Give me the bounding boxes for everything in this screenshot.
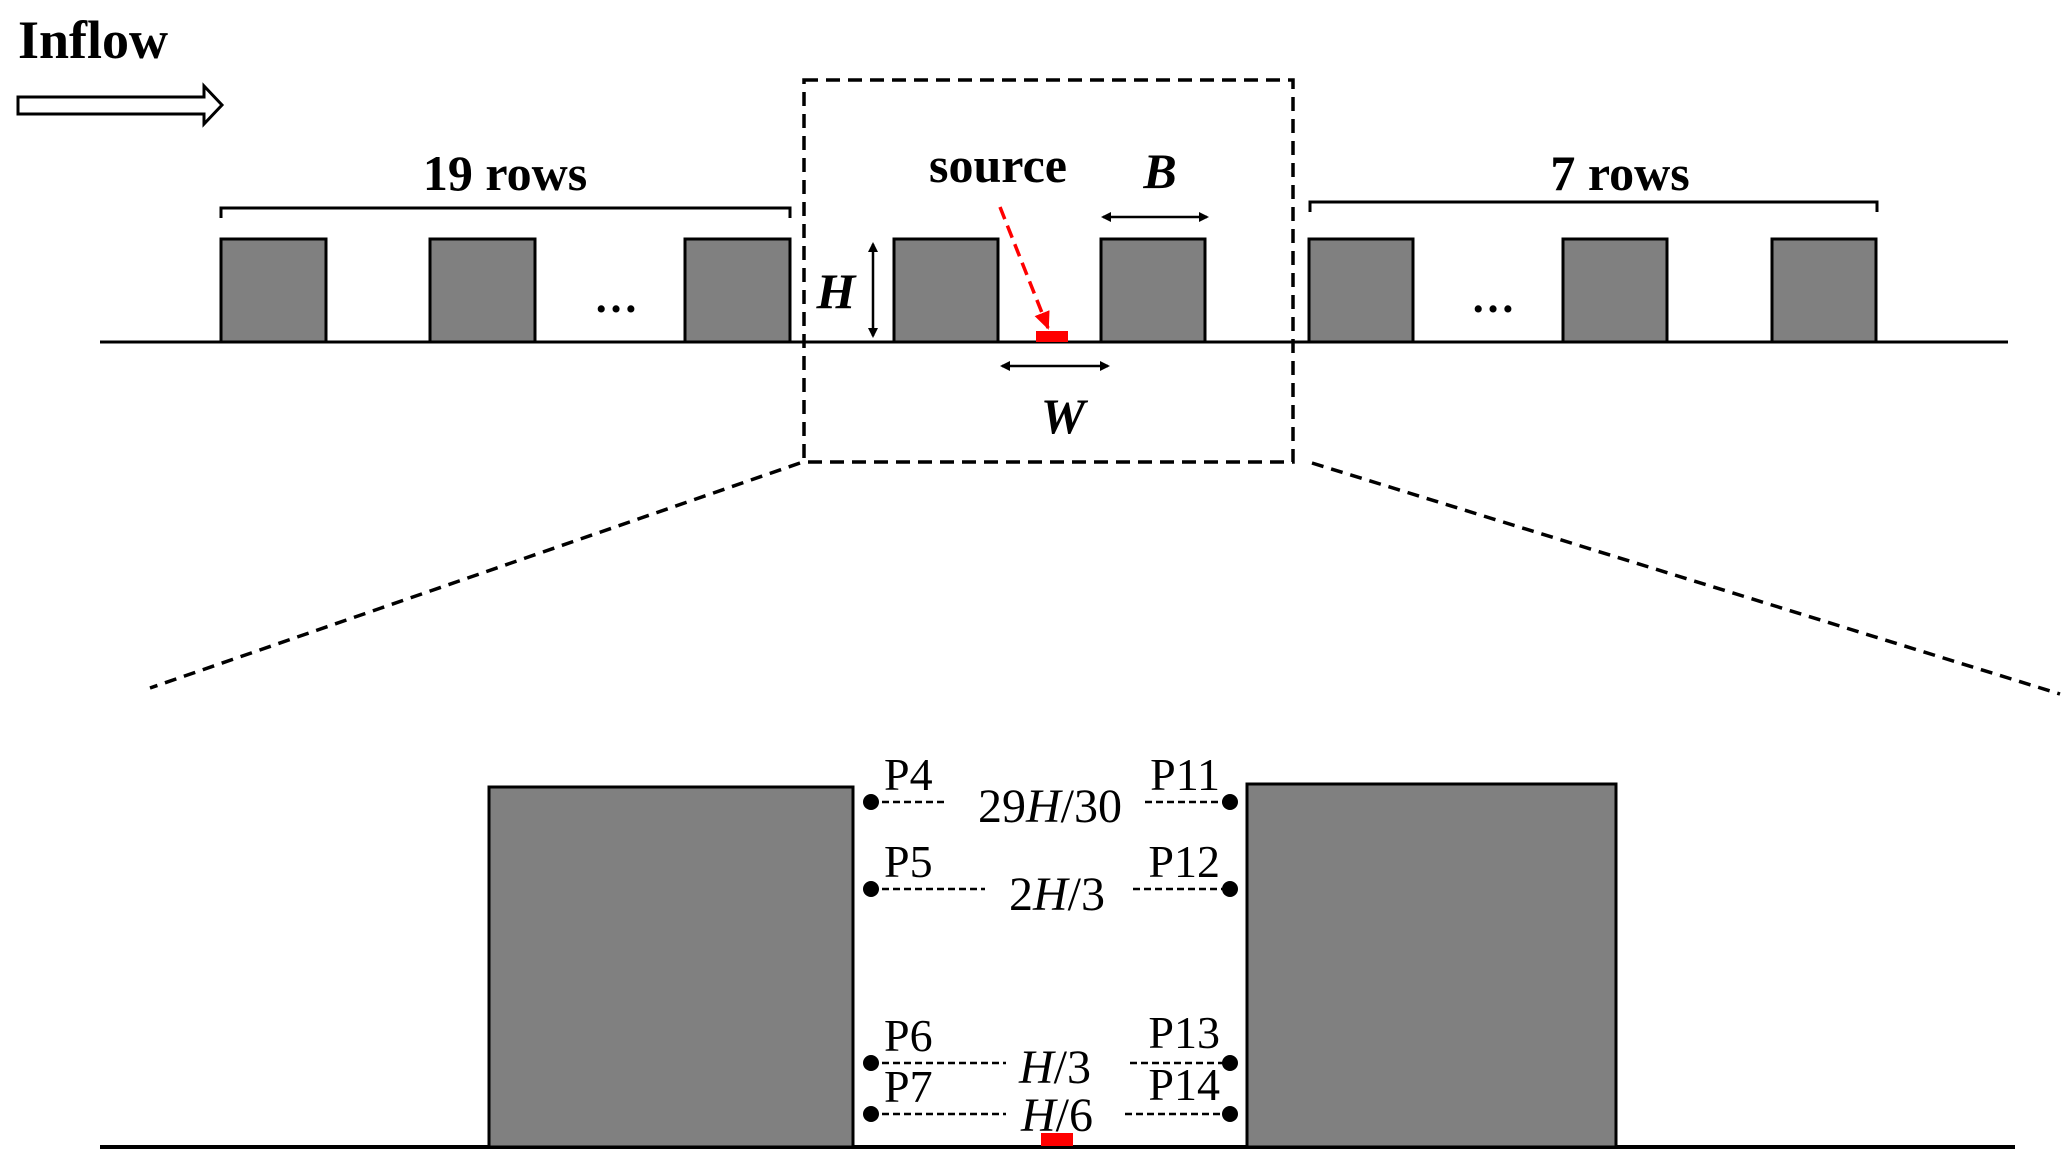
downstream-ellipsis: …	[1471, 273, 1515, 322]
building-width-label: B	[1142, 143, 1176, 199]
probe-point-p4	[863, 794, 879, 810]
upstream-ellipsis: …	[594, 273, 638, 322]
building-block-focus-right	[1099, 237, 1207, 344]
probe-label-p12: P12	[1148, 836, 1220, 887]
height-label: H	[816, 263, 858, 319]
probe-point-p11	[1222, 794, 1238, 810]
probe-label-p14: P14	[1148, 1059, 1220, 1110]
probe-point-p5	[863, 881, 879, 897]
height-fraction-label: 29H/30	[978, 780, 1122, 833]
probe-point-p12	[1222, 881, 1238, 897]
building-block	[428, 237, 537, 344]
detail-building-left	[487, 785, 855, 1149]
inflow-label: Inflow	[18, 10, 168, 70]
building-block	[1770, 237, 1878, 344]
zoom-connector-left	[149, 461, 801, 690]
inflow-arrow-icon	[16, 82, 225, 128]
building-block	[1561, 237, 1669, 344]
building-block	[1307, 237, 1415, 344]
probe-label-p13: P13	[1148, 1007, 1220, 1058]
height-fraction-label: H/6	[1020, 1089, 1093, 1142]
source-marker	[1036, 331, 1068, 342]
probe-label-p11: P11	[1150, 749, 1220, 800]
downstream-group-label: 7 rows	[1550, 145, 1689, 201]
probe-point-p14	[1222, 1106, 1238, 1122]
source-label: source	[929, 137, 1067, 193]
height-fraction-label: H/3	[1018, 1041, 1091, 1094]
probe-label-p4: P4	[884, 749, 933, 800]
upstream-group-label: 19 rows	[423, 145, 587, 201]
probe-point-p6	[863, 1055, 879, 1071]
downstream-brace	[1308, 200, 1879, 212]
building-block	[683, 237, 792, 344]
zoom-connector-right	[1311, 461, 2061, 696]
probe-label-p7: P7	[884, 1061, 933, 1112]
upstream-brace	[219, 206, 792, 218]
detail-building-right	[1245, 782, 1618, 1149]
detail-source-marker	[1041, 1133, 1073, 1146]
source-pointer-arrow	[998, 206, 1050, 330]
building-block	[219, 237, 328, 344]
street-width-label: W	[1041, 388, 1089, 444]
probe-label-p6: P6	[884, 1010, 933, 1061]
height-fraction-label: 2H/3	[1009, 868, 1105, 921]
probe-label-p5: P5	[884, 836, 933, 887]
building-block-focus-left	[892, 237, 1000, 344]
probe-point-p7	[863, 1106, 879, 1122]
focus-region-box	[802, 78, 1295, 464]
probe-point-p13	[1222, 1055, 1238, 1071]
